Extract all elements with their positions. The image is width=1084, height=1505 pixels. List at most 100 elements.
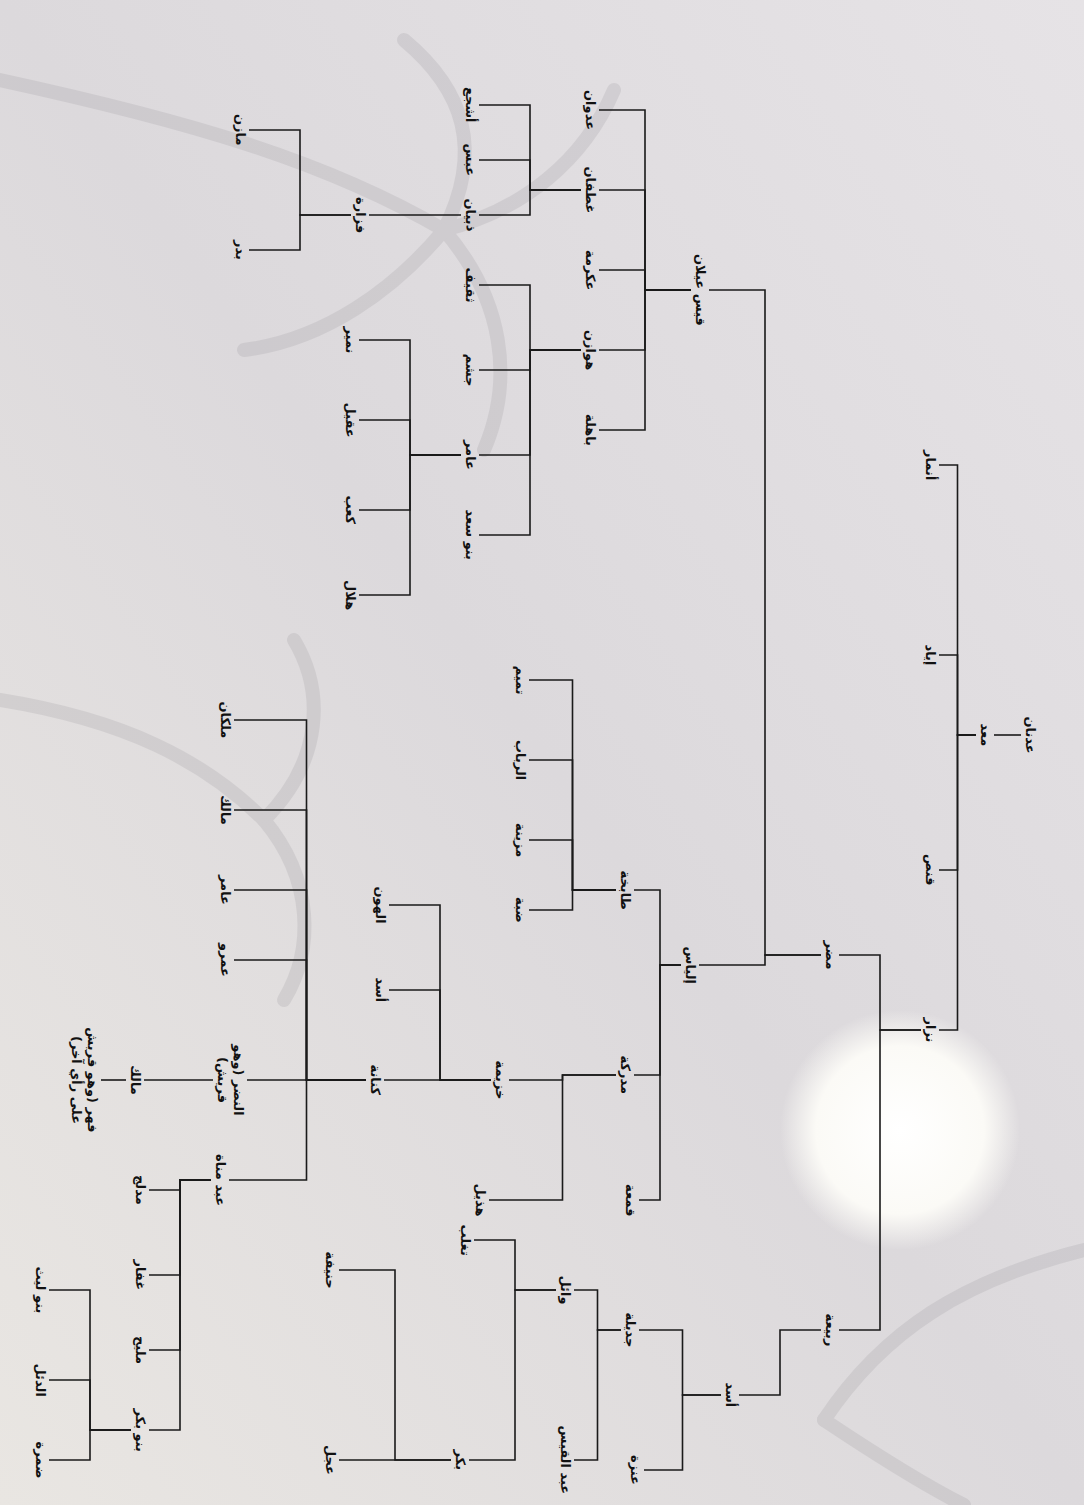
name-text: ضبة — [512, 897, 528, 923]
name-text: عدنان — [1022, 717, 1038, 754]
lineage-line — [234, 890, 366, 1080]
ancestor-name: غطفان — [581, 164, 599, 217]
name-text: إياد — [922, 645, 938, 666]
lineage-line — [644, 1395, 721, 1470]
lineage-line — [49, 1430, 131, 1460]
name-text: عجل — [322, 1445, 338, 1475]
lineage-line — [479, 350, 581, 535]
ancestor-name: نمير — [341, 324, 359, 357]
name-text: بنو بكر — [132, 1409, 148, 1452]
name-text: طابخة — [617, 871, 633, 910]
lineage-line — [939, 735, 976, 870]
name-text: مليح — [132, 1336, 148, 1364]
name-text: معد — [977, 724, 993, 747]
ancestor-name: بنو ليث — [31, 1264, 49, 1317]
lineage-line — [574, 1330, 621, 1460]
lineage-line — [234, 960, 366, 1080]
ancestor-name: مدلج — [131, 1172, 149, 1208]
ancestor-name: أشجع — [461, 84, 479, 126]
name-text: كعب — [342, 496, 358, 525]
lineage-line — [639, 965, 681, 1200]
name-text: مدركة — [617, 1056, 633, 1095]
lineage-line — [739, 1330, 821, 1395]
name-text: عامر — [462, 440, 478, 470]
ancestor-name: بدر — [231, 237, 249, 263]
name-text: الرباب — [512, 740, 528, 780]
name-text: ضمرة — [32, 1442, 48, 1479]
name-text: كنانة — [367, 1065, 383, 1096]
name-text: مزينة — [512, 823, 528, 857]
name-text: أشجع — [462, 87, 478, 123]
ancestor-name: كنانة — [366, 1062, 384, 1099]
name-text: فهر (وهو قريش على رأي آخر) — [68, 1013, 100, 1147]
sun — [780, 1010, 1020, 1250]
ancestor-name: أسد — [371, 975, 389, 1006]
name-text: تميم — [512, 666, 528, 695]
ancestor-name: ملكان — [216, 699, 234, 742]
name-text: الهون — [372, 887, 388, 924]
lineage-line — [634, 890, 681, 965]
ancestor-name: خزيمة — [491, 1058, 509, 1103]
lineage-line — [384, 1079, 491, 1081]
ancestor-name: مالك — [126, 1062, 144, 1098]
ancestor-name: جديلة — [621, 1310, 639, 1351]
ancestor-name: فهر (وهو قريش على رأي آخر) — [67, 1010, 101, 1150]
lineage-line — [839, 1030, 921, 1330]
name-text: قنص — [922, 854, 938, 886]
ancestor-name: مضر — [821, 938, 839, 973]
lineage-line — [529, 840, 616, 890]
palm-silhouette — [0, 40, 1084, 1505]
name-text: عبس — [462, 144, 478, 177]
ancestor-name: ضمرة — [31, 1439, 49, 1482]
lineage-line — [389, 990, 491, 1080]
ancestor-name: الرباب — [511, 737, 529, 783]
lineage-line — [634, 965, 681, 1075]
lineage-line — [101, 1079, 126, 1081]
name-text: هذيل — [472, 1184, 488, 1217]
name-text: ملكان — [217, 702, 233, 739]
ancestor-name: الدئل — [31, 1361, 49, 1400]
lineage-line — [479, 190, 581, 215]
name-text: هلال — [342, 580, 358, 610]
lineage-line — [144, 1079, 213, 1081]
lineage-line — [49, 1290, 131, 1430]
lineage-line — [234, 720, 366, 1080]
name-text: الدئل — [32, 1364, 48, 1397]
name-text: حنيفة — [322, 1252, 338, 1289]
ancestor-name: ضبة — [511, 894, 529, 926]
ancestor-name: قيس عيلان — [691, 251, 709, 329]
ancestor-name: مزينة — [511, 820, 529, 860]
name-text: مازن — [232, 114, 248, 146]
lineage-line — [359, 455, 461, 595]
name-text: بنو ليث — [32, 1267, 48, 1314]
name-text: غفار — [132, 1260, 148, 1291]
name-text: عدوان — [582, 90, 598, 130]
name-text: ثقيف — [462, 268, 478, 303]
lineage-line — [939, 735, 976, 1030]
ancestor-name: مليح — [131, 1333, 149, 1367]
ancestor-name: كعب — [341, 493, 359, 528]
ancestor-name: فزارة — [351, 194, 369, 236]
lineage-line — [574, 1290, 621, 1330]
ancestor-name: قنص — [921, 851, 939, 889]
name-text: جديلة — [622, 1313, 638, 1348]
ancestor-name: أسد — [721, 1380, 739, 1411]
ancestor-name: باهلة — [581, 411, 599, 449]
lineage-line — [479, 105, 581, 190]
ancestor-name: الهون — [371, 884, 389, 927]
lineage-line — [234, 810, 366, 1080]
name-text: غطفان — [582, 167, 598, 214]
lineage-line — [599, 290, 691, 430]
name-text: بكر — [452, 1450, 468, 1471]
ancestor-name: عبد القيس — [556, 1423, 574, 1498]
lineage-line — [639, 1330, 721, 1395]
name-text: أسد — [372, 978, 388, 1003]
lineage-line — [369, 214, 461, 216]
name-text: عامر — [217, 875, 233, 905]
lineage-line — [479, 285, 581, 350]
name-text: ربيعة — [822, 1314, 838, 1347]
ancestor-name: مالك — [216, 792, 234, 828]
name-text: فزارة — [352, 197, 368, 233]
ancestor-name: ثقيف — [461, 265, 479, 306]
name-text: أسد — [722, 1383, 738, 1408]
